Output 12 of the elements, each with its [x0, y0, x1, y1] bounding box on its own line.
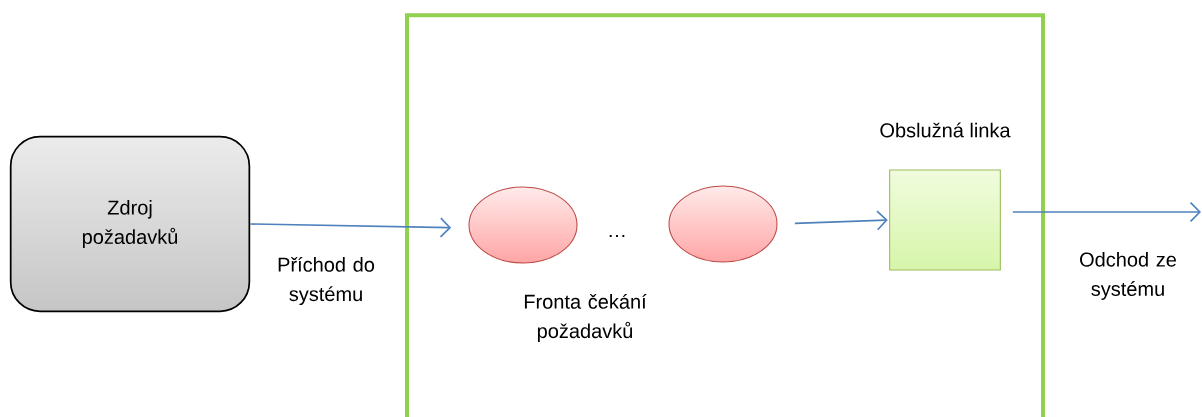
source-box: Zdroj požadavků: [9, 135, 251, 313]
queue-caption: Fronta čekání požadavků: [524, 293, 647, 343]
arrow: [249, 217, 452, 238]
edge-label: Příchod do systému: [268, 255, 384, 307]
box-heading: Obslužná linka: [880, 122, 1011, 138]
arrow: [794, 210, 888, 231]
system-frame: [405, 13, 1045, 417]
queue-ellipse: [468, 186, 578, 264]
arrow: [1012, 201, 1201, 223]
queue-ellipse: [668, 185, 778, 263]
edge-label: Odchod ze systému: [1070, 250, 1186, 302]
ellipsis: …: [609, 234, 625, 238]
